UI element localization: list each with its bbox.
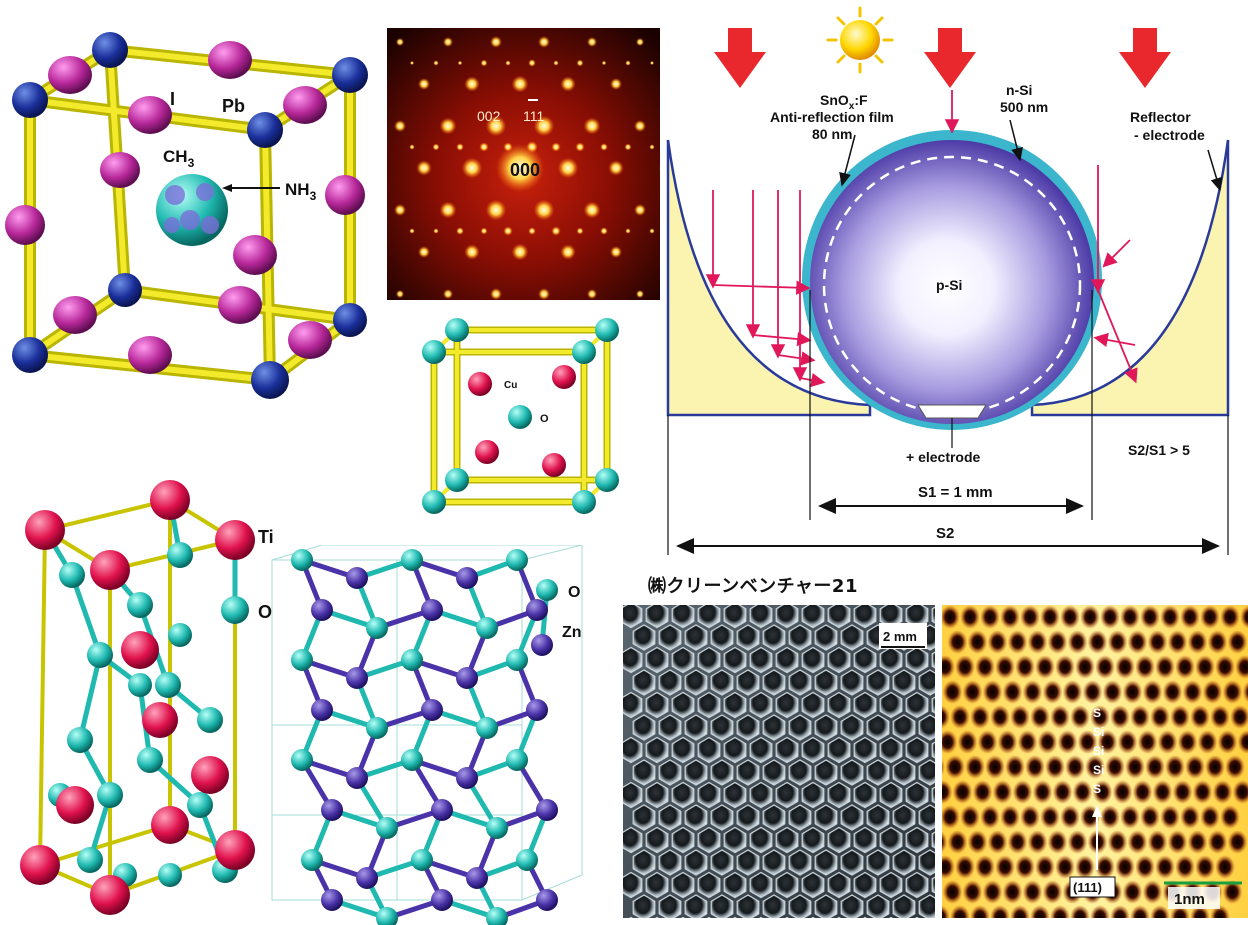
diffraction-spots	[394, 36, 660, 300]
stm-atom-label: Si	[1093, 725, 1104, 739]
label-o-rutile: O	[258, 602, 272, 622]
label-500nm: 500 nm	[1000, 99, 1048, 115]
label-002: 002	[477, 108, 501, 124]
caption-company: ㈱クリーンベンチャー21	[648, 576, 858, 597]
label-pb: Pb	[222, 96, 245, 116]
stm-scale: 1nm	[1174, 891, 1205, 908]
honeycomb-scale: 2 mm	[883, 629, 917, 644]
label-s1: S1 = 1 mm	[918, 484, 993, 501]
cu2o-structure: Cu O	[422, 318, 619, 514]
label-ch3: CH3	[163, 147, 195, 170]
stm-atom-label: Si	[1093, 763, 1104, 777]
label-000: 000	[510, 160, 540, 180]
stm-atom-label: S	[1093, 782, 1101, 796]
label-sno: SnOx:F	[820, 92, 868, 112]
stm-atom-label: Si	[1093, 744, 1104, 758]
stm-atom-label: S	[1093, 706, 1101, 720]
label-zn: Zn	[562, 624, 582, 641]
label-electrode: - electrode	[1134, 127, 1205, 143]
honeycomb-photo: 2 mm	[623, 605, 935, 918]
label-anti-reflection: Anti-reflection film	[770, 109, 894, 125]
stm-direction-label: (111)	[1073, 880, 1102, 895]
label-nh3: NH3	[285, 180, 317, 203]
rutile-structure: Ti O	[20, 480, 274, 915]
diffraction-pattern: 002 111 000	[387, 28, 660, 300]
label-80nm: 80 nm	[812, 126, 852, 142]
zno-structure: O Zn	[271, 545, 583, 925]
label-reflector: Reflector	[1130, 109, 1191, 125]
label-i: I	[170, 89, 175, 109]
label-cu: Cu	[504, 380, 517, 391]
label-o-zno: O	[568, 584, 580, 601]
label-s2: S2	[936, 525, 954, 542]
label-psi: p-Si	[936, 277, 962, 293]
label-plus-electrode: + electrode	[906, 449, 981, 465]
label-o: O	[540, 413, 549, 425]
label-111: 111	[523, 108, 544, 124]
perovskite-structure: I Pb CH3 NH3	[5, 32, 368, 399]
spherical-solar-cell-diagram: SnOx:F Anti-reflection film 80 nm n-Si 5…	[666, 6, 1230, 555]
sun-icon	[826, 6, 894, 74]
label-nsi: n-Si	[1006, 82, 1032, 98]
label-ratio: S2/S1 > 5	[1128, 442, 1190, 458]
label-ti: Ti	[258, 527, 274, 547]
